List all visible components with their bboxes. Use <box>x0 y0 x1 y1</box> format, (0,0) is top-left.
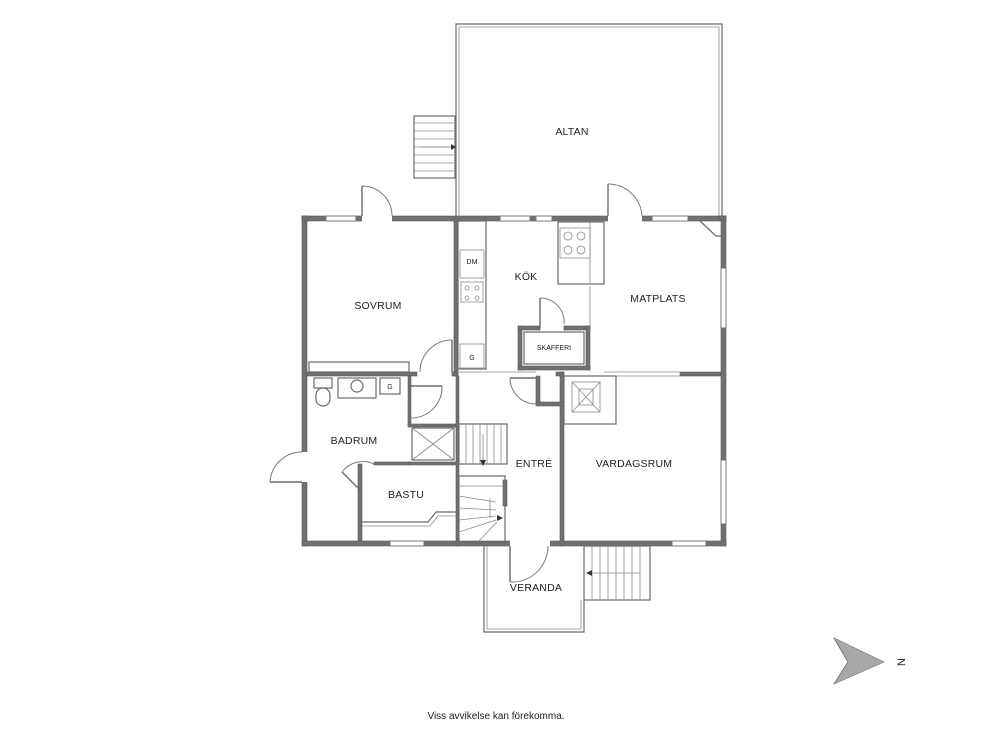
interior-walls <box>306 220 722 547</box>
label-g-bath: G <box>387 384 392 391</box>
disclaimer-note: Viss avvikelse kan förekomma. <box>427 711 565 722</box>
compass: N <box>832 637 908 685</box>
compass-label: N <box>896 658 908 666</box>
stairs-upper <box>458 423 508 466</box>
door-bastu <box>341 461 375 491</box>
door-sovrum-exterior <box>361 185 393 217</box>
label-g-kitchen: G <box>469 355 474 362</box>
compass-arrow-icon <box>832 637 885 685</box>
stove-island <box>557 221 605 285</box>
veranda-stairs <box>583 545 651 601</box>
windows-right <box>720 267 727 525</box>
pantry <box>517 297 591 371</box>
label-entre: ENTRÉ <box>516 457 553 470</box>
door-sovrum-interior <box>419 339 453 373</box>
windows-bottom <box>389 540 707 547</box>
label-vardagsrum: VARDAGSRUM <box>596 458 672 470</box>
label-kok: KÖK <box>515 271 538 283</box>
label-badrum: BADRUM <box>331 435 378 447</box>
terrace-outline <box>455 23 723 220</box>
label-bastu: BASTU <box>388 489 424 501</box>
matplats-corner <box>699 220 721 237</box>
stairs-lower <box>458 475 508 543</box>
label-dishwasher: DM <box>467 259 478 266</box>
terrace-stairs <box>413 115 456 179</box>
windows-top <box>325 215 689 222</box>
kitchen-counter <box>457 220 487 370</box>
door-badrum-interior <box>410 385 443 419</box>
sauna-bench <box>362 511 456 527</box>
label-sovrum: SOVRUM <box>354 300 401 312</box>
label-skafferi: SKAFFERI <box>537 345 571 352</box>
bathroom-fixtures <box>313 377 401 407</box>
sovrum-wardrobe <box>308 361 410 373</box>
label-altan: ALTAN <box>555 126 588 138</box>
fireplace <box>563 375 617 425</box>
door-entre-inner <box>509 377 537 405</box>
label-veranda: VERANDA <box>510 582 562 594</box>
door-badrum-exterior <box>269 451 303 483</box>
shower-box <box>411 427 455 461</box>
veranda <box>483 545 585 633</box>
label-matplats: MATPLATS <box>630 293 685 305</box>
exterior-walls <box>301 215 727 547</box>
door-matplats-exterior <box>607 183 643 217</box>
